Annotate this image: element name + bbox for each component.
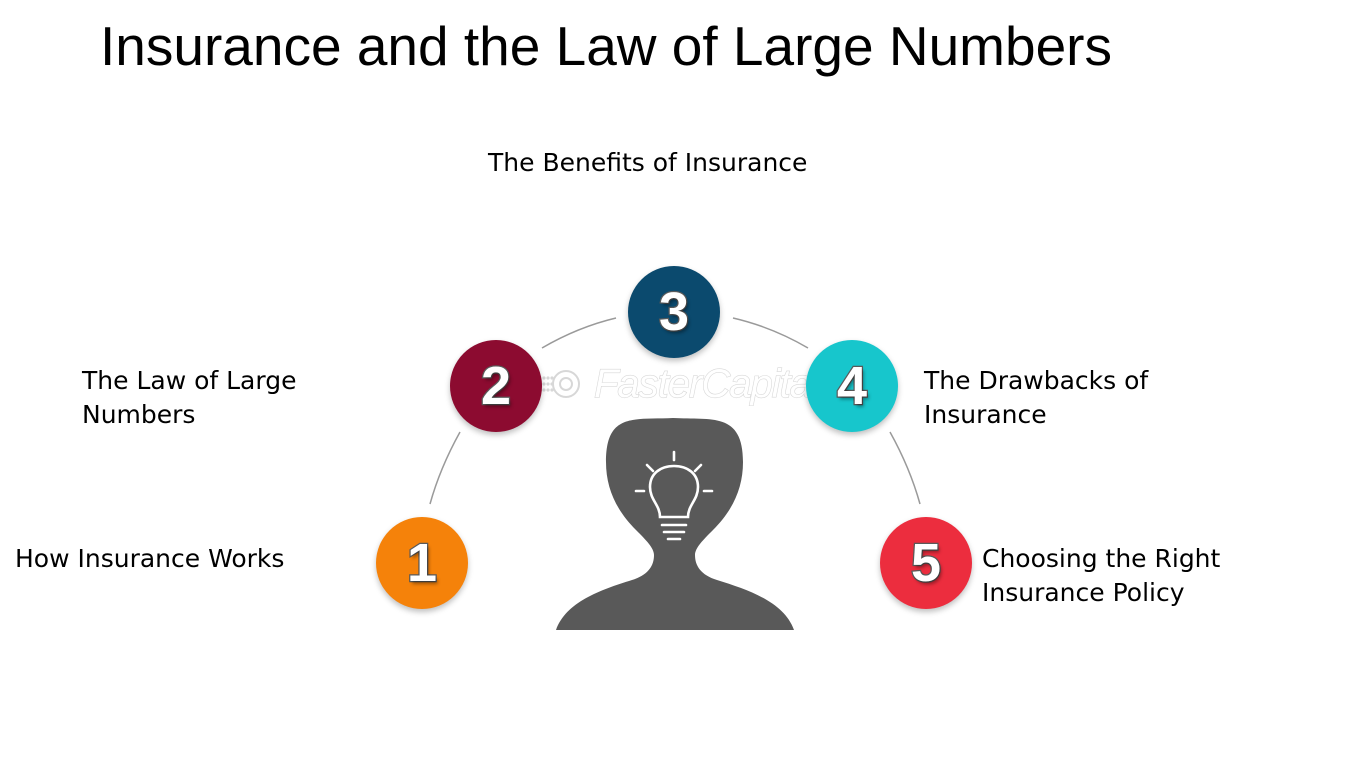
step-label-3: The Benefits of Insurance (488, 146, 807, 180)
step-label-2: The Law of Large Numbers (82, 364, 296, 432)
step-number-2: 2 (480, 355, 513, 418)
arc-1-2 (429, 431, 461, 505)
step-circle-2: 2 (450, 340, 542, 432)
step-label-5-line-2: Insurance Policy (982, 578, 1185, 607)
step-label-2-line-2: Numbers (82, 400, 196, 429)
step-number-4: 4 (836, 355, 869, 418)
gear-icon (542, 370, 580, 398)
page-title: Insurance and the Law of Large Numbers (100, 15, 1112, 77)
step-label-1-line-1: How Insurance Works (15, 544, 285, 573)
step-label-4: The Drawbacks of Insurance (924, 364, 1148, 432)
step-circle-5: 5 (880, 517, 972, 609)
step-label-2-line-1: The Law of Large (82, 366, 297, 395)
step-label-5-line-1: Choosing the Right (982, 544, 1221, 573)
arc-4-5 (889, 431, 921, 505)
step-label-5: Choosing the Right Insurance Policy (982, 542, 1220, 610)
step-number-1: 1 (406, 532, 439, 595)
arc-2-3 (541, 317, 617, 349)
watermark: FasterCapital (540, 360, 820, 408)
step-circle-1: 1 (376, 517, 468, 609)
arc-3-4 (732, 317, 809, 349)
step-circle-3: 3 (628, 266, 720, 358)
step-label-3-line-1: The Benefits of Insurance (488, 148, 808, 177)
step-number-5: 5 (910, 532, 943, 595)
step-label-1: How Insurance Works (15, 542, 284, 576)
step-label-4-line-2: Insurance (924, 400, 1047, 429)
step-label-4-line-1: The Drawbacks of (924, 366, 1149, 395)
watermark-text: FasterCapital (593, 361, 820, 406)
step-circle-4: 4 (806, 340, 898, 432)
light-bulb-icon (634, 450, 714, 541)
step-number-3: 3 (658, 281, 691, 344)
